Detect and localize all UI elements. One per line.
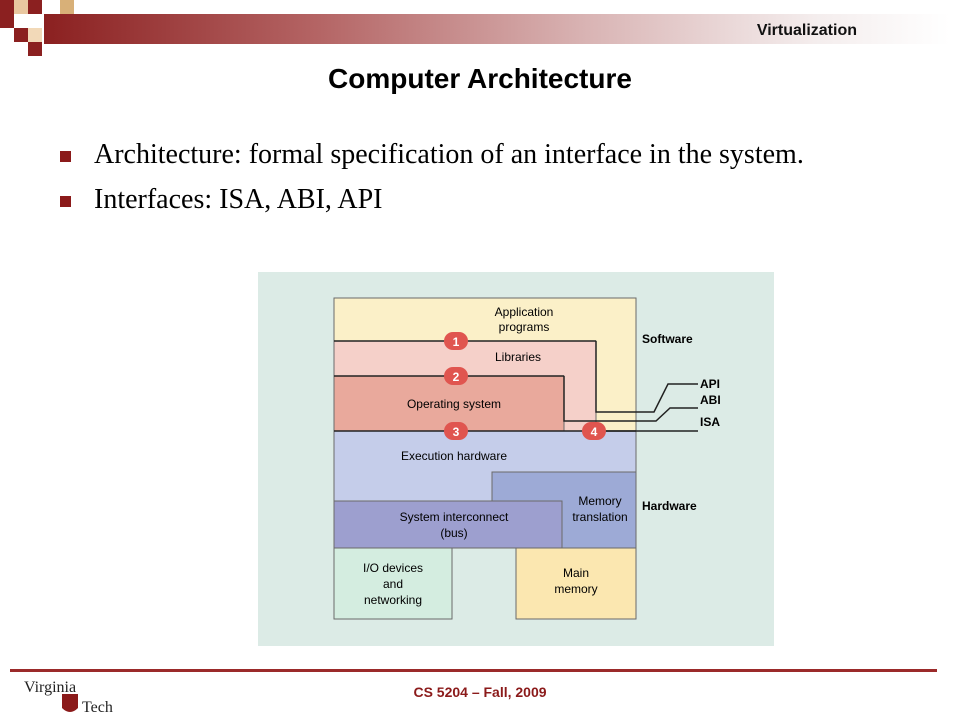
bullet-text: Interfaces: ISA, ABI, API bbox=[94, 184, 383, 215]
abi-interface-line bbox=[563, 376, 698, 422]
isa-label: ISA bbox=[700, 415, 720, 429]
memory-translation-label-2: translation bbox=[572, 510, 627, 524]
abi-label: ABI bbox=[700, 393, 721, 407]
main-memory-box bbox=[515, 547, 637, 620]
io-devices-box bbox=[333, 547, 453, 620]
header-gradient-bar bbox=[44, 14, 950, 44]
marker-1-label: 1 bbox=[453, 335, 460, 349]
marker-2-label: 2 bbox=[453, 370, 460, 384]
logo-text-tech: Tech bbox=[82, 699, 113, 716]
api-interface-line bbox=[595, 341, 698, 413]
course-footer: CS 5204 – Fall, 2009 bbox=[413, 684, 547, 700]
io-label-1: I/O devices bbox=[363, 561, 423, 575]
architecture-diagram: Application programs Libraries Operating… bbox=[258, 272, 774, 646]
bullet-item: Architecture: formal specification of an… bbox=[60, 138, 880, 171]
application-label-2: programs bbox=[499, 320, 550, 334]
logo-shield-icon bbox=[62, 694, 78, 712]
bullet-item: Interfaces: ISA, ABI, API bbox=[60, 183, 880, 216]
bullet-marker-icon bbox=[60, 196, 71, 207]
marker-4: 4 bbox=[582, 422, 606, 440]
execution-hardware-label: Execution hardware bbox=[401, 449, 507, 463]
marker-3: 3 bbox=[444, 422, 468, 440]
bullet-text: Architecture: formal specification of an… bbox=[94, 139, 804, 170]
application-label-1: Application bbox=[495, 305, 554, 319]
hardware-label: Hardware bbox=[642, 499, 697, 513]
system-interconnect-label-2: (bus) bbox=[440, 526, 467, 540]
io-label-2: and bbox=[383, 577, 403, 591]
main-memory-label-1: Main bbox=[563, 566, 589, 580]
software-label: Software bbox=[642, 332, 693, 346]
slide-title: Computer Architecture bbox=[328, 63, 632, 94]
footer-divider bbox=[10, 669, 937, 672]
marker-3-label: 3 bbox=[453, 425, 460, 439]
bullet-list: Architecture: formal specification of an… bbox=[60, 138, 880, 228]
io-label-3: networking bbox=[364, 593, 422, 607]
logo-text-virginia: Virginia bbox=[24, 679, 76, 696]
virginia-tech-logo: Virginia Tech bbox=[24, 679, 113, 716]
system-interconnect-layer bbox=[333, 500, 563, 549]
operating-system-label: Operating system bbox=[407, 397, 501, 411]
libraries-label: Libraries bbox=[495, 350, 541, 364]
bullet-marker-icon bbox=[60, 151, 71, 162]
memory-translation-label-1: Memory bbox=[578, 494, 621, 508]
section-label: Virtualization bbox=[756, 22, 857, 39]
operating-system-layer bbox=[333, 375, 565, 432]
main-memory-label-2: memory bbox=[554, 582, 597, 596]
system-interconnect-label-1: System interconnect bbox=[400, 510, 509, 524]
marker-2: 2 bbox=[444, 367, 468, 385]
api-label: API bbox=[700, 377, 720, 391]
marker-1: 1 bbox=[444, 332, 468, 350]
marker-4-label: 4 bbox=[591, 425, 598, 439]
